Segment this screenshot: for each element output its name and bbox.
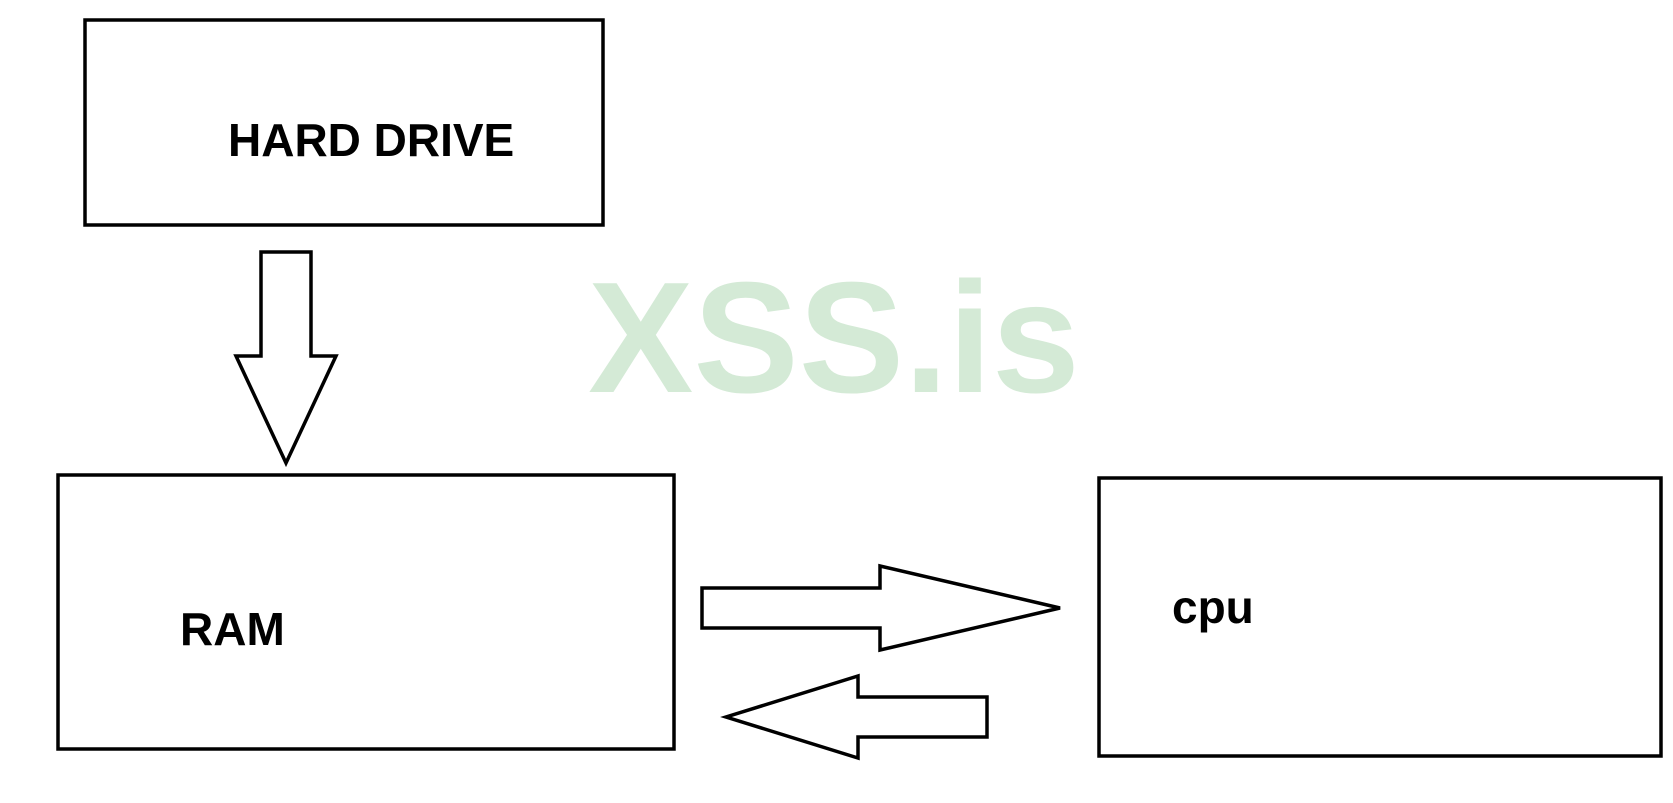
arrow-cpu-to-ram xyxy=(720,673,989,761)
ram-box xyxy=(56,473,676,751)
cpu-box xyxy=(1097,476,1663,758)
arrow-hard-drive-to-ram xyxy=(233,250,339,468)
cpu-label: cpu xyxy=(1172,581,1254,633)
watermark-text: XSS.is xyxy=(588,250,1080,426)
ram-label: RAM xyxy=(180,603,285,655)
hard-drive-box xyxy=(83,18,605,227)
arrow-ram-to-cpu xyxy=(700,563,1061,653)
hard-drive-label: HARD DRIVE xyxy=(228,114,514,166)
